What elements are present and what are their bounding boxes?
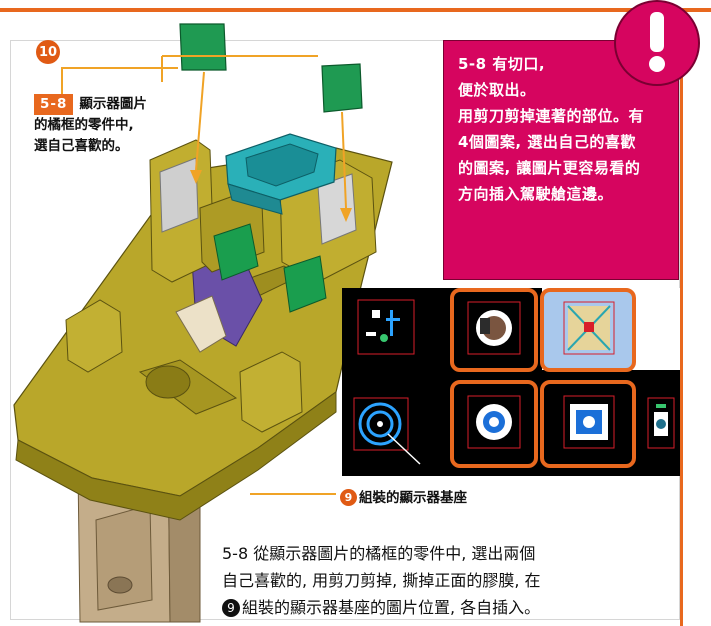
display-panel-left	[179, 23, 227, 71]
picture-sheet	[342, 288, 680, 476]
note-line-1: 5-8 有切口,	[458, 55, 546, 73]
left-callout-line-3: 選自己喜歡的。	[34, 138, 129, 154]
base-caption-text: 組裝的顯示器基座	[359, 490, 467, 506]
note-line-4: 4個圖案, 選出自己的喜歡	[458, 133, 636, 151]
left-callout-line-1: 5-8 顯示器圖片	[34, 94, 204, 115]
note-line-3: 用剪刀剪掉連著的部位。有	[458, 107, 645, 125]
orange-frame-4	[540, 380, 636, 468]
teal-tray	[225, 133, 337, 215]
picture-pattern-1	[366, 310, 400, 342]
picture-pattern-7	[654, 404, 668, 436]
picture-pattern-4	[358, 402, 421, 465]
arrow-icon	[61, 55, 347, 209]
right-rule	[680, 8, 683, 626]
part-tag: 5-8	[34, 94, 74, 115]
top-rule	[0, 8, 711, 12]
display-panel-right	[321, 63, 363, 113]
left-callout-line-2: 的橘框的零件中,	[34, 117, 134, 133]
note-line-2: 便於取出。	[458, 81, 536, 99]
arrow-head-right	[340, 208, 352, 222]
left-callout-text-1: 顯示器圖片	[79, 96, 147, 112]
step-nine-badge: 9	[340, 489, 357, 506]
cockpit-floor	[175, 295, 227, 353]
step-number-badge: 10	[36, 40, 60, 64]
left-callout: 5-8 顯示器圖片 的橘框的零件中, 選自己喜歡的。	[34, 94, 204, 157]
exclamation-icon	[614, 0, 700, 86]
arrow-head-left	[190, 170, 202, 184]
note-line-5: 的圖案, 讓圖片更容易看的	[458, 159, 641, 177]
instruction-line-1: 5-8 從顯示器圖片的橘框的零件中, 選出兩個	[222, 544, 536, 563]
orange-frame-3	[450, 380, 538, 468]
picture-pattern-5	[476, 404, 512, 440]
orange-frame-1	[450, 288, 538, 372]
instruction-line-3-text: 組裝的顯示器基座的圖片位置, 各自插入。	[242, 598, 541, 617]
picture-pattern-2	[476, 310, 512, 346]
instruction-text: 5-8 從顯示器圖片的橘框的零件中, 選出兩個 自己喜歡的, 用剪刀剪掉, 撕掉…	[222, 540, 678, 621]
step-nine-inline-badge: 9	[222, 599, 240, 617]
picture-pattern-6	[570, 404, 608, 440]
note-line-6: 方向插入駕駛艙這邊。	[458, 185, 614, 203]
picture-pattern-3	[567, 305, 611, 351]
instruction-line-2: 自己喜歡的, 用剪刀剪掉, 撕掉正面的膠膜, 在	[222, 571, 541, 590]
